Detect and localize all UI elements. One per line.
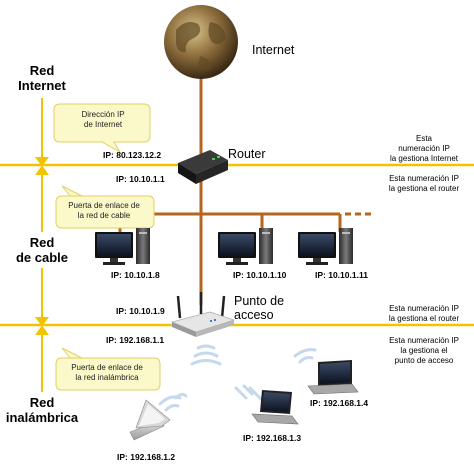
laptop-1-icon [129,399,171,441]
ip-router-lan: IP: 10.10.1.1 [116,174,165,184]
note-router2-line1: Esta numeración IP [389,304,459,313]
zone-cable-line1: Red [29,235,55,250]
note-internet-line3: la gestiona Internet [389,154,459,163]
bubble-internet-ip-line2: de Internet [83,120,123,129]
note-internet-line2: numeración IP [398,144,450,153]
ip-pc1: IP: 10.10.1.8 [111,270,160,280]
zone-internet-line2: Internet [18,78,66,93]
ip-router-wan: IP: 80.123.12.2 [103,150,162,160]
ip-pc2: IP: 10.10.1.10 [233,270,287,280]
note-ap-line2: la gestiona el [400,346,448,355]
access-point-label-line2: acceso [234,308,274,322]
bubble-wireless-gateway-line2: la red inalámbrica [75,373,139,382]
laptop-3-icon [307,360,359,395]
bubble-internet-ip-line1: Dirección IP [81,110,125,119]
internet-label: Internet [252,43,295,57]
ip-laptop3: IP: 192.168.1.4 [310,398,369,408]
zone-wireless-line1: Red [29,395,55,410]
speech-bubble-wireless-gateway [55,347,161,391]
router-icon [178,150,228,184]
note-ap-line3: punto de acceso [394,356,454,365]
wifi-waves-icon [158,344,317,412]
bubble-wireless-gateway-line1: Puerta de enlace de [71,363,143,372]
bubble-cable-gateway-line1: Puerta de enlace de [68,201,140,210]
router-label: Router [228,147,266,161]
note-router1-line2: la gestiona el router [388,184,460,193]
zone-wireless-line2: inalámbrica [5,410,79,425]
ip-laptop2: IP: 192.168.1.3 [243,433,302,443]
access-point-label-line1: Punto de [234,294,285,308]
desktop-computer-2-icon [218,228,273,265]
speech-bubble-internet-ip [53,103,151,154]
zone-internet-line1: Red [29,63,55,78]
zone-span-arrows [35,98,49,392]
desktop-computer-3-icon [298,228,353,265]
ip-pc3: IP: 10.10.1.11 [315,270,368,280]
ip-laptop1: IP: 192.168.1.2 [117,452,176,462]
note-router2-line2: la gestiona el router [388,314,460,323]
bubble-cable-gateway-line2: la red de cable [77,211,131,220]
globe-icon [164,5,238,79]
desktop-computer-1-icon [95,228,150,265]
note-router1-line1: Esta numeración IP [389,174,459,183]
laptop-2-icon [251,390,299,425]
note-ap-line1: Esta numeración IP [389,336,459,345]
ip-ap-lan: IP: 10.10.1.9 [116,306,165,316]
ip-ap-wlan: IP: 192.168.1.1 [106,335,165,345]
access-point-icon [171,292,235,337]
zone-cable-line2: de cable [15,250,69,265]
note-internet-line1: Esta [415,134,432,143]
